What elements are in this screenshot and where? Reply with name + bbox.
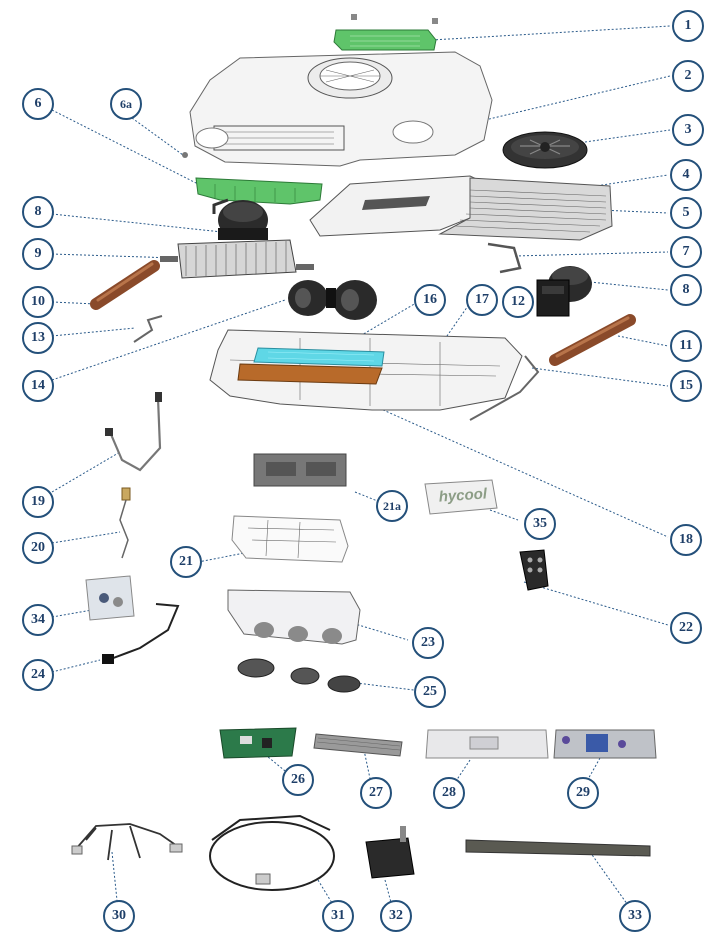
callout-33: 33: [619, 900, 651, 932]
callout-5: 5: [670, 197, 702, 229]
part-15-pipe: [469, 355, 540, 421]
part-27-ribbon-cable: [313, 733, 403, 757]
part-3-condenser-fan: [502, 131, 588, 169]
callout-17: 17: [466, 284, 498, 316]
part-28-control-panel-housing: [425, 729, 549, 759]
part-5-condenser-coil: [438, 177, 613, 241]
part-7-pipe-fitting: [487, 242, 522, 274]
callout-11: 11: [670, 330, 702, 362]
callout-31: 31: [322, 900, 354, 932]
callout-34: 34: [22, 604, 54, 636]
part-9-evaporator-coil: [160, 239, 314, 279]
callout-22: 22: [670, 612, 702, 644]
callout-35: 35: [524, 508, 556, 540]
part-22-remote-control: [519, 549, 549, 591]
callout-4: 4: [670, 159, 702, 191]
callout-25: 25: [414, 676, 446, 708]
callout-6: 6: [22, 88, 54, 120]
callout-28: 28: [433, 777, 465, 809]
part-23-interior-housing: [227, 589, 361, 645]
callout-2: 2: [672, 60, 704, 92]
callout-12: 12: [502, 286, 534, 318]
callout-8-lower: 8: [670, 274, 702, 306]
callout-10: 10: [22, 286, 54, 318]
part-25-air-vents: [237, 658, 361, 693]
part-2-roof-cover: [182, 51, 493, 167]
part-21a-foam-seal: [253, 453, 347, 487]
part-33-seal-strip: [465, 839, 651, 857]
callout-8-upper: 8: [22, 196, 54, 228]
callout-21: 21: [170, 546, 202, 578]
part-17-drip-pan: [237, 363, 383, 385]
part-16-air-filter: [253, 347, 385, 367]
callout-16: 16: [414, 284, 446, 316]
callout-18: 18: [670, 524, 702, 556]
callout-9: 9: [22, 238, 54, 270]
part-20-sensor: [119, 487, 131, 559]
part-12-compressor-box: [536, 279, 570, 317]
callout-13: 13: [22, 322, 54, 354]
part-35-decal: [424, 479, 498, 515]
callout-3: 3: [672, 114, 704, 146]
part-26-control-board: [219, 727, 297, 759]
part-30-wiring-harness: [71, 823, 183, 861]
callout-14: 14: [22, 370, 54, 402]
callout-29: 29: [567, 777, 599, 809]
part-4-condenser-housing: [309, 175, 501, 237]
callout-1: 1: [672, 10, 704, 42]
callout-23: 23: [412, 627, 444, 659]
part-34-hardware-bag: [85, 575, 135, 621]
part-14-blower-assembly: [288, 280, 377, 320]
part-11-copper-tube: [549, 314, 636, 366]
callout-27: 27: [360, 777, 392, 809]
part-32-mounting-gasket: [365, 826, 415, 879]
part-10-copper-tube: [90, 260, 160, 310]
callout-6a: 6a: [110, 88, 142, 120]
part-1-top-grille: [333, 14, 438, 51]
part-21-inner-tray: [231, 515, 349, 563]
part-29-control-panel-faceplate: [553, 729, 657, 759]
callout-30: 30: [103, 900, 135, 932]
part-8-compressor-upper: [212, 198, 268, 240]
callout-24: 24: [22, 659, 54, 691]
part-6-front-louvre: [195, 177, 323, 205]
callout-7: 7: [670, 236, 702, 268]
callout-19: 19: [22, 486, 54, 518]
part-31-wiring-harness: [209, 814, 335, 891]
callout-32: 32: [380, 900, 412, 932]
callout-26: 26: [282, 764, 314, 796]
part-24-power-cable: [102, 603, 180, 664]
callout-20: 20: [22, 532, 54, 564]
part-13-pipe: [133, 315, 163, 343]
part-19-pipe-assembly: [105, 392, 162, 472]
callout-15: 15: [670, 370, 702, 402]
callout-21a: 21a: [376, 490, 408, 522]
decal-logo-text: hycool: [438, 485, 488, 506]
